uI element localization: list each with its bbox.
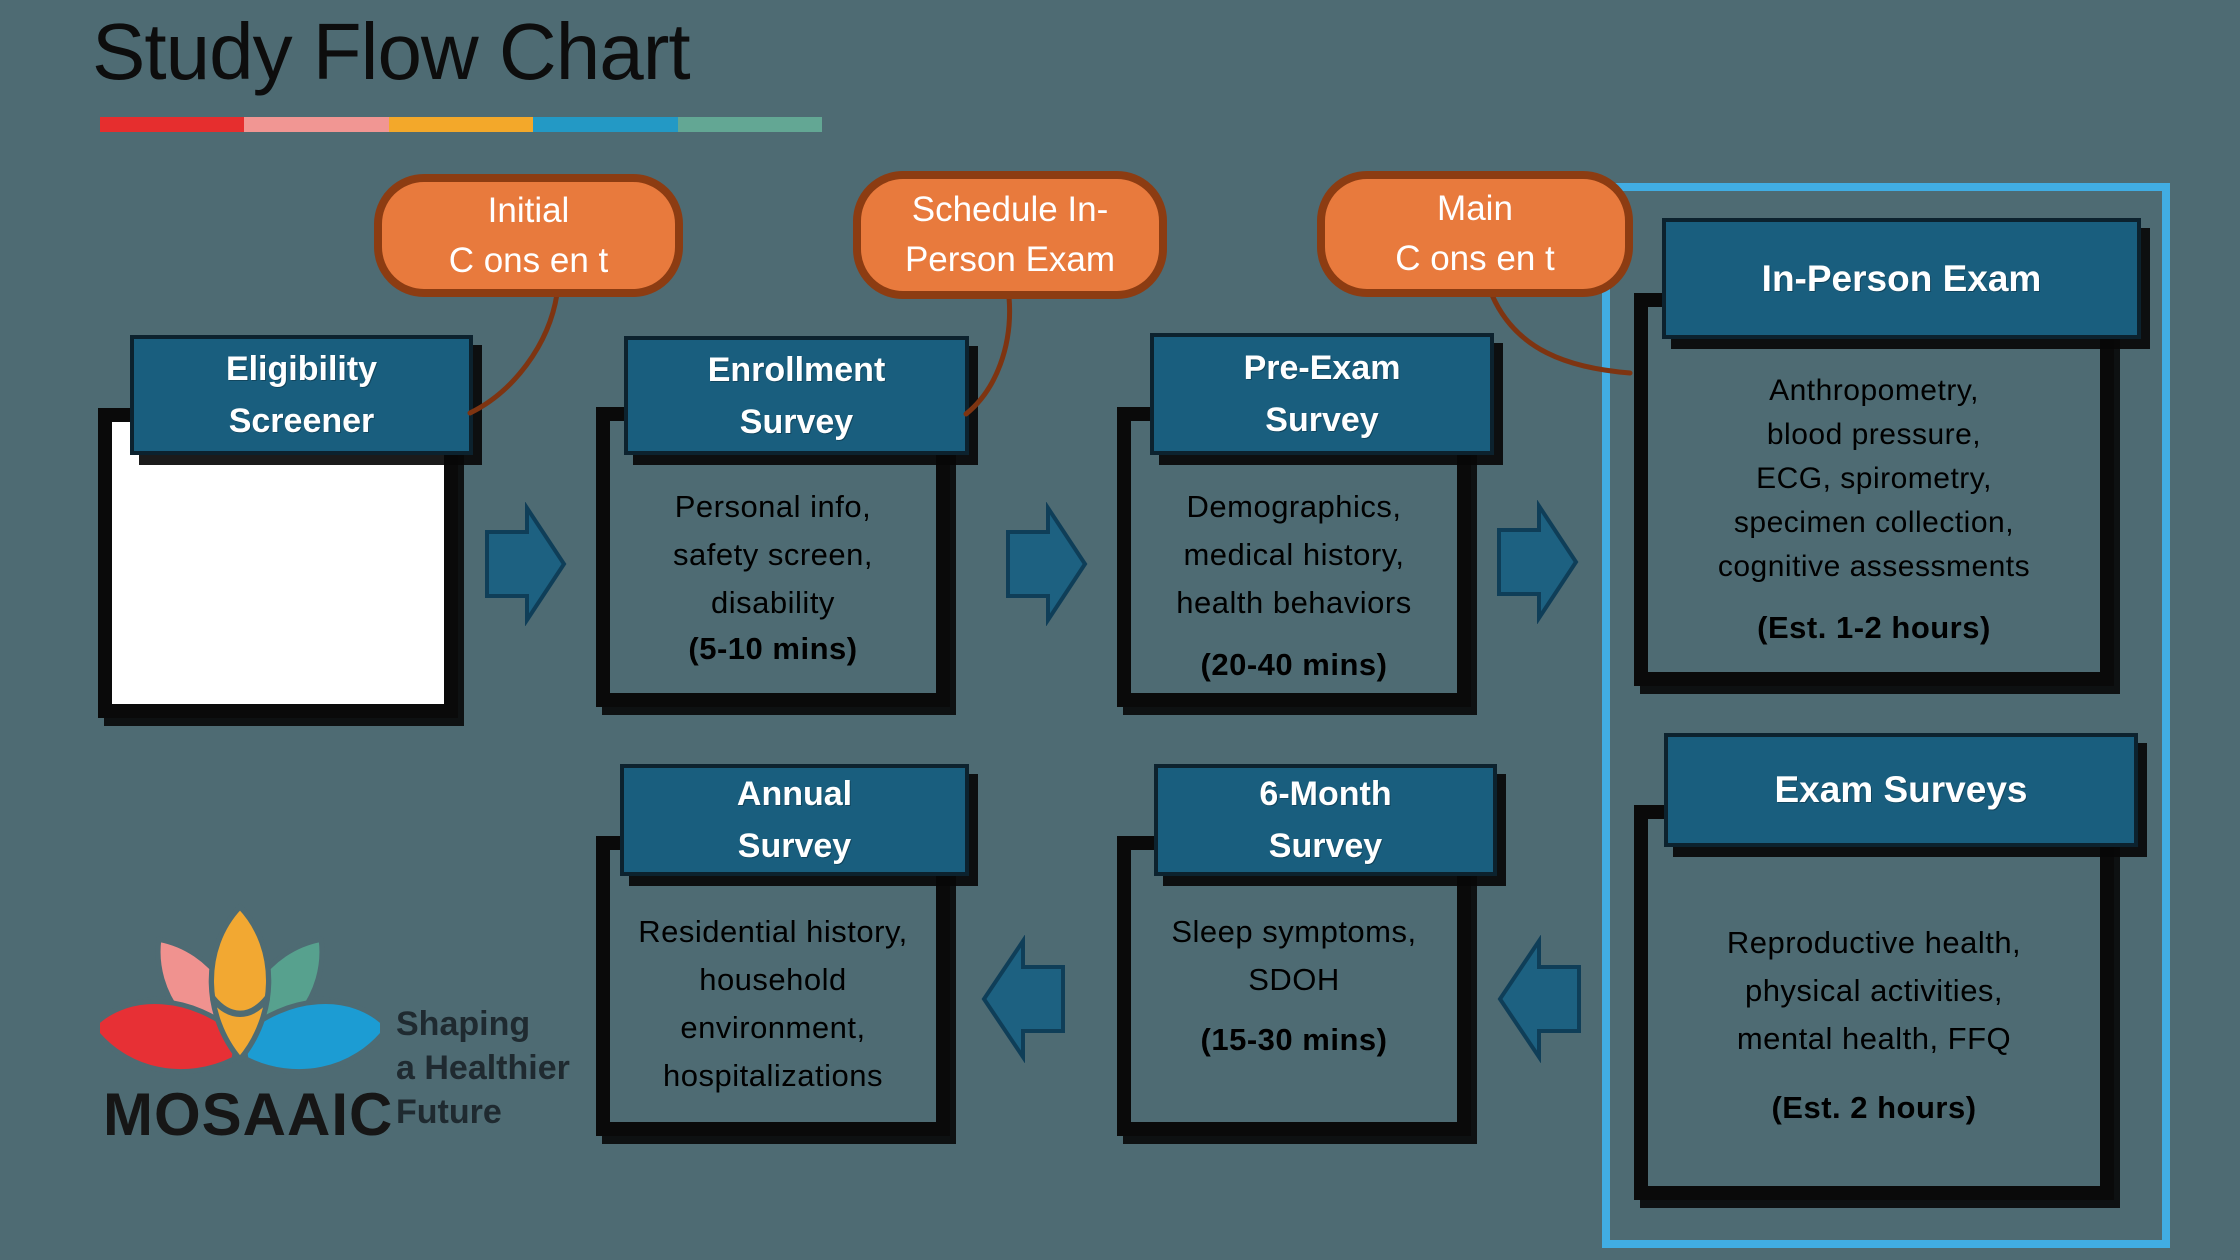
arrow-six-month-to-annual xyxy=(981,935,1065,1063)
mosaaic-lotus-logo xyxy=(100,902,380,1075)
in-person-exam-header: In-Person Exam xyxy=(1662,218,2141,339)
title-underline-segment xyxy=(677,117,823,132)
enrollment-survey-duration: (5-10 mins) xyxy=(688,631,858,666)
page-title: Study Flow Chart xyxy=(92,7,691,96)
initial-consent-callout: Initial C ons en t xyxy=(374,174,683,297)
in-person-exam-duration: (Est. 1-2 hours) xyxy=(1757,610,1991,645)
pre-exam-survey-topics: Demographics, medical history, health be… xyxy=(1176,489,1412,620)
enrollment-survey-header: Enrollment Survey xyxy=(624,336,969,455)
exam-surveys-duration: (Est. 2 hours) xyxy=(1771,1090,1977,1125)
initial-consent-tail xyxy=(467,291,560,416)
schedule-exam-tail xyxy=(963,294,1013,417)
arrow-pre-exam-to-in-person xyxy=(1497,500,1579,624)
title-underline-segment xyxy=(533,117,678,132)
main-consent-callout: Main C ons en t xyxy=(1317,171,1633,297)
in-person-exam-topics: Anthropometry, blood pressure, ECG, spir… xyxy=(1717,374,2031,583)
pre-exam-survey-header: Pre-Exam Survey xyxy=(1150,333,1494,455)
exam-surveys-header: Exam Surveys xyxy=(1664,733,2138,847)
title-underline-segment xyxy=(388,117,534,132)
arrow-enrollment-to-pre-exam xyxy=(1006,502,1088,626)
schedule-in-person-exam-callout: Schedule In- Person Exam xyxy=(853,171,1167,299)
exam-visit-highlight-rect xyxy=(1602,183,2170,1248)
six-month-survey-header: 6-Month Survey xyxy=(1154,764,1497,876)
in-person-exam-panel: Anthropometry, blood pressure, ECG, spir… xyxy=(1634,293,2114,686)
six-month-survey-duration: (15-30 mins) xyxy=(1200,1022,1388,1057)
title-underline xyxy=(100,117,823,132)
enrollment-survey-topics: Personal info, safety screen, disability xyxy=(673,489,873,620)
six-month-survey-panel: Sleep symptoms, SDOH (15-30 mins) xyxy=(1117,836,1471,1136)
exam-surveys-topics: Reproductive health, physical activities… xyxy=(1726,925,2022,1056)
annual-survey-header: Annual Survey xyxy=(620,764,969,876)
arrow-exam-surveys-to-six-month xyxy=(1497,935,1581,1063)
annual-survey-topics: Residential history, household environme… xyxy=(638,914,908,1093)
exam-surveys-panel: Reproductive health, physical activities… xyxy=(1634,805,2114,1200)
eligibility-screener-header: Eligibility Screener xyxy=(130,335,473,455)
mosaaic-tagline: Shaping a Healthier Future xyxy=(396,1005,570,1131)
title-underline-segment xyxy=(100,117,245,132)
arrow-eligibility-to-enrollment xyxy=(485,502,567,626)
pre-exam-survey-duration: (20-40 mins) xyxy=(1200,647,1388,682)
annual-survey-panel: Residential history, household environme… xyxy=(596,836,950,1136)
mosaaic-wordmark: MOSAAIC xyxy=(103,1081,394,1148)
six-month-survey-topics: Sleep symptoms, SDOH xyxy=(1171,914,1417,997)
title-underline-segment xyxy=(244,117,389,132)
